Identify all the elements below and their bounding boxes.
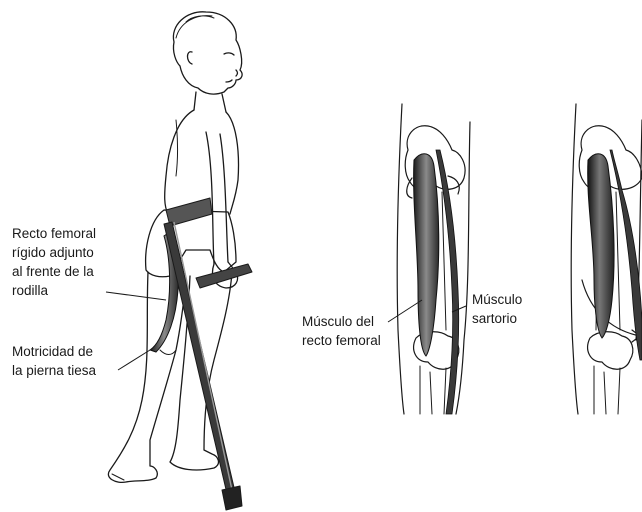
label-musculo-recto-femoral: Músculo del recto femoral: [302, 312, 381, 350]
label-line: Motricidad de: [12, 342, 96, 361]
leader-lines: [106, 292, 466, 370]
crutch: [164, 198, 252, 510]
leader-motricidad: [118, 350, 150, 370]
child-ear: [188, 52, 193, 64]
leg1-sartorius-muscle: [436, 150, 459, 414]
label-line: la pierna tiesa: [12, 361, 96, 380]
label-line: Músculo: [472, 290, 522, 309]
label-line: recto femoral: [302, 331, 381, 350]
leader-recto-rigido: [106, 292, 166, 300]
label-musculo-sartorio: Músculo sartorio: [472, 290, 522, 328]
label-line: Recto femoral: [12, 224, 96, 243]
child-torso: [165, 110, 239, 214]
label-line: rodilla: [12, 281, 96, 300]
label-line: rígido adjunto: [12, 243, 96, 262]
leg2-knee: [588, 332, 633, 370]
label-recto-femoral-rigido: Recto femoral rígido adjunto al frente d…: [12, 224, 96, 300]
leg2-sartorius-muscle: [610, 150, 642, 360]
leader-musculo-recto: [388, 300, 422, 322]
label-line: sartorio: [472, 309, 522, 328]
leg1-rectus-muscle: [414, 154, 439, 356]
crutch-tip: [222, 486, 242, 510]
label-line: al frente de la: [12, 262, 96, 281]
label-line: Músculo del: [302, 312, 381, 331]
label-motricidad: Motricidad de la pierna tiesa: [12, 342, 96, 380]
crutch-handle: [196, 264, 252, 288]
crutch-cuff: [166, 198, 212, 226]
leg2-rectus-muscle: [588, 154, 614, 338]
